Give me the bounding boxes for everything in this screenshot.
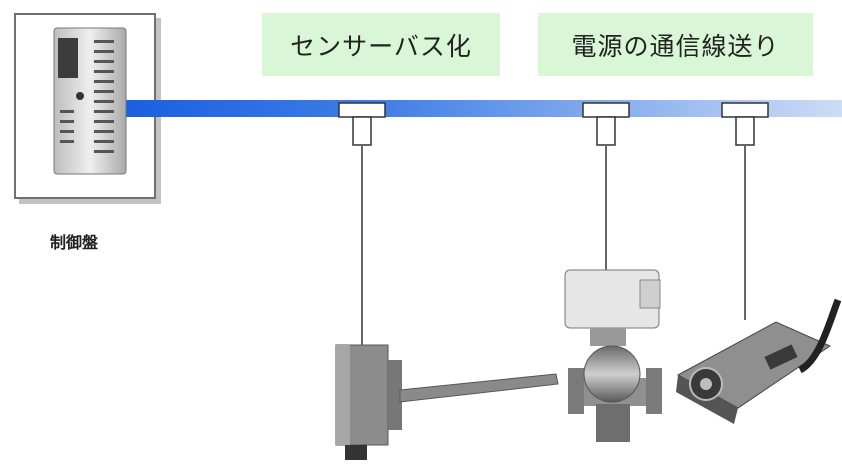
bus-connector-valve [582,102,630,146]
communication-bus-line [126,100,842,117]
damper-actuator-device [676,298,842,424]
power-over-comm-line-label: 電源の通信線送り [538,13,813,76]
bus-connector-damper [721,102,769,146]
control-panel-label: 制御盤 [50,233,99,252]
sensor-bus-label: センサーバス化 [262,13,500,76]
valve-actuator-device [564,269,662,442]
bus-connector-sensor [338,102,386,146]
controller-device [53,27,127,175]
duct-sensor-device [335,344,559,460]
